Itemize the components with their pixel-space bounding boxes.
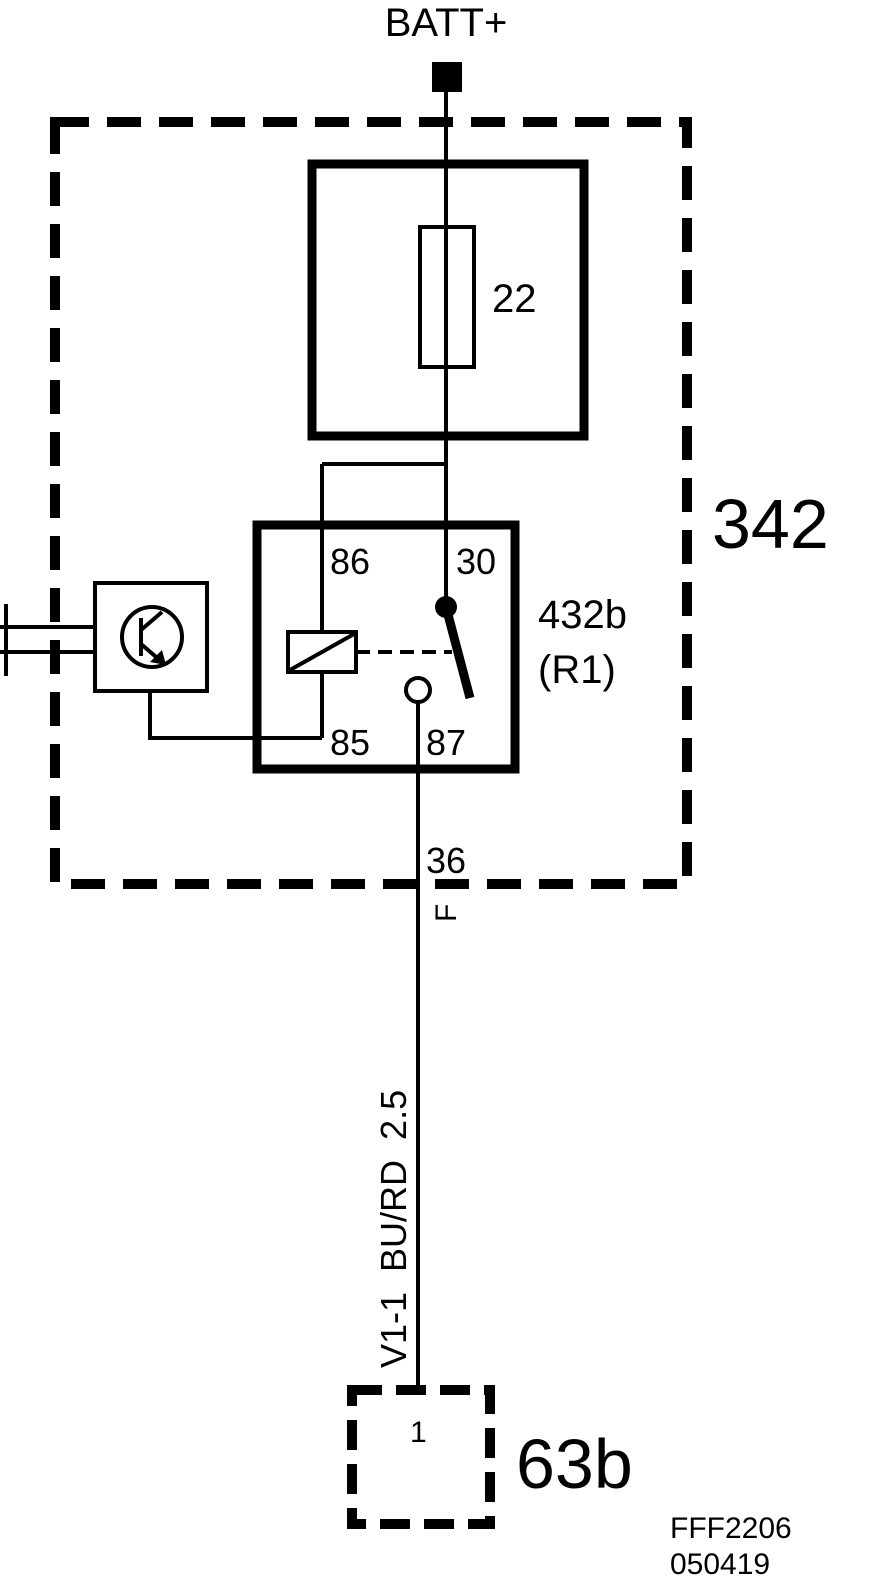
pin-86-label: 86 xyxy=(330,541,370,582)
fuse-label: 22 xyxy=(492,277,537,321)
pin-85-label: 85 xyxy=(330,722,370,763)
batt-terminal xyxy=(432,62,462,92)
pin-f-label: F xyxy=(430,904,463,922)
contact-87 xyxy=(404,676,432,704)
doc-date: 050419 xyxy=(670,1548,770,1581)
wire-label: V1-1 BU/RD 2.5 xyxy=(373,1090,414,1368)
pin-87-label: 87 xyxy=(426,722,466,763)
connector-63b-outline xyxy=(347,1385,495,1529)
transistor-arrow xyxy=(150,650,166,665)
relay-box xyxy=(252,520,520,774)
fuse-box xyxy=(307,159,589,441)
control-unit-box xyxy=(93,581,209,693)
control-to-85-wire xyxy=(148,691,322,740)
switch-arm xyxy=(441,605,475,700)
module-342-outline xyxy=(50,117,692,889)
relay-coil-diagonal xyxy=(289,632,355,672)
connector-pin-label: 1 xyxy=(410,1416,427,1449)
relay-label: 432b xyxy=(538,593,627,637)
relay-sub-label: (R1) xyxy=(538,648,616,692)
transistor-circle xyxy=(120,605,184,669)
pin-36-label: 36 xyxy=(426,840,466,881)
batt-plus-label: BATT+ xyxy=(385,1,508,45)
transistor-collector xyxy=(139,610,164,632)
connector-63b-label: 63b xyxy=(516,1425,633,1503)
module-342-label: 342 xyxy=(712,485,829,563)
doc-code: FFF2206 xyxy=(670,1512,792,1545)
pin-30-label: 30 xyxy=(456,541,496,582)
